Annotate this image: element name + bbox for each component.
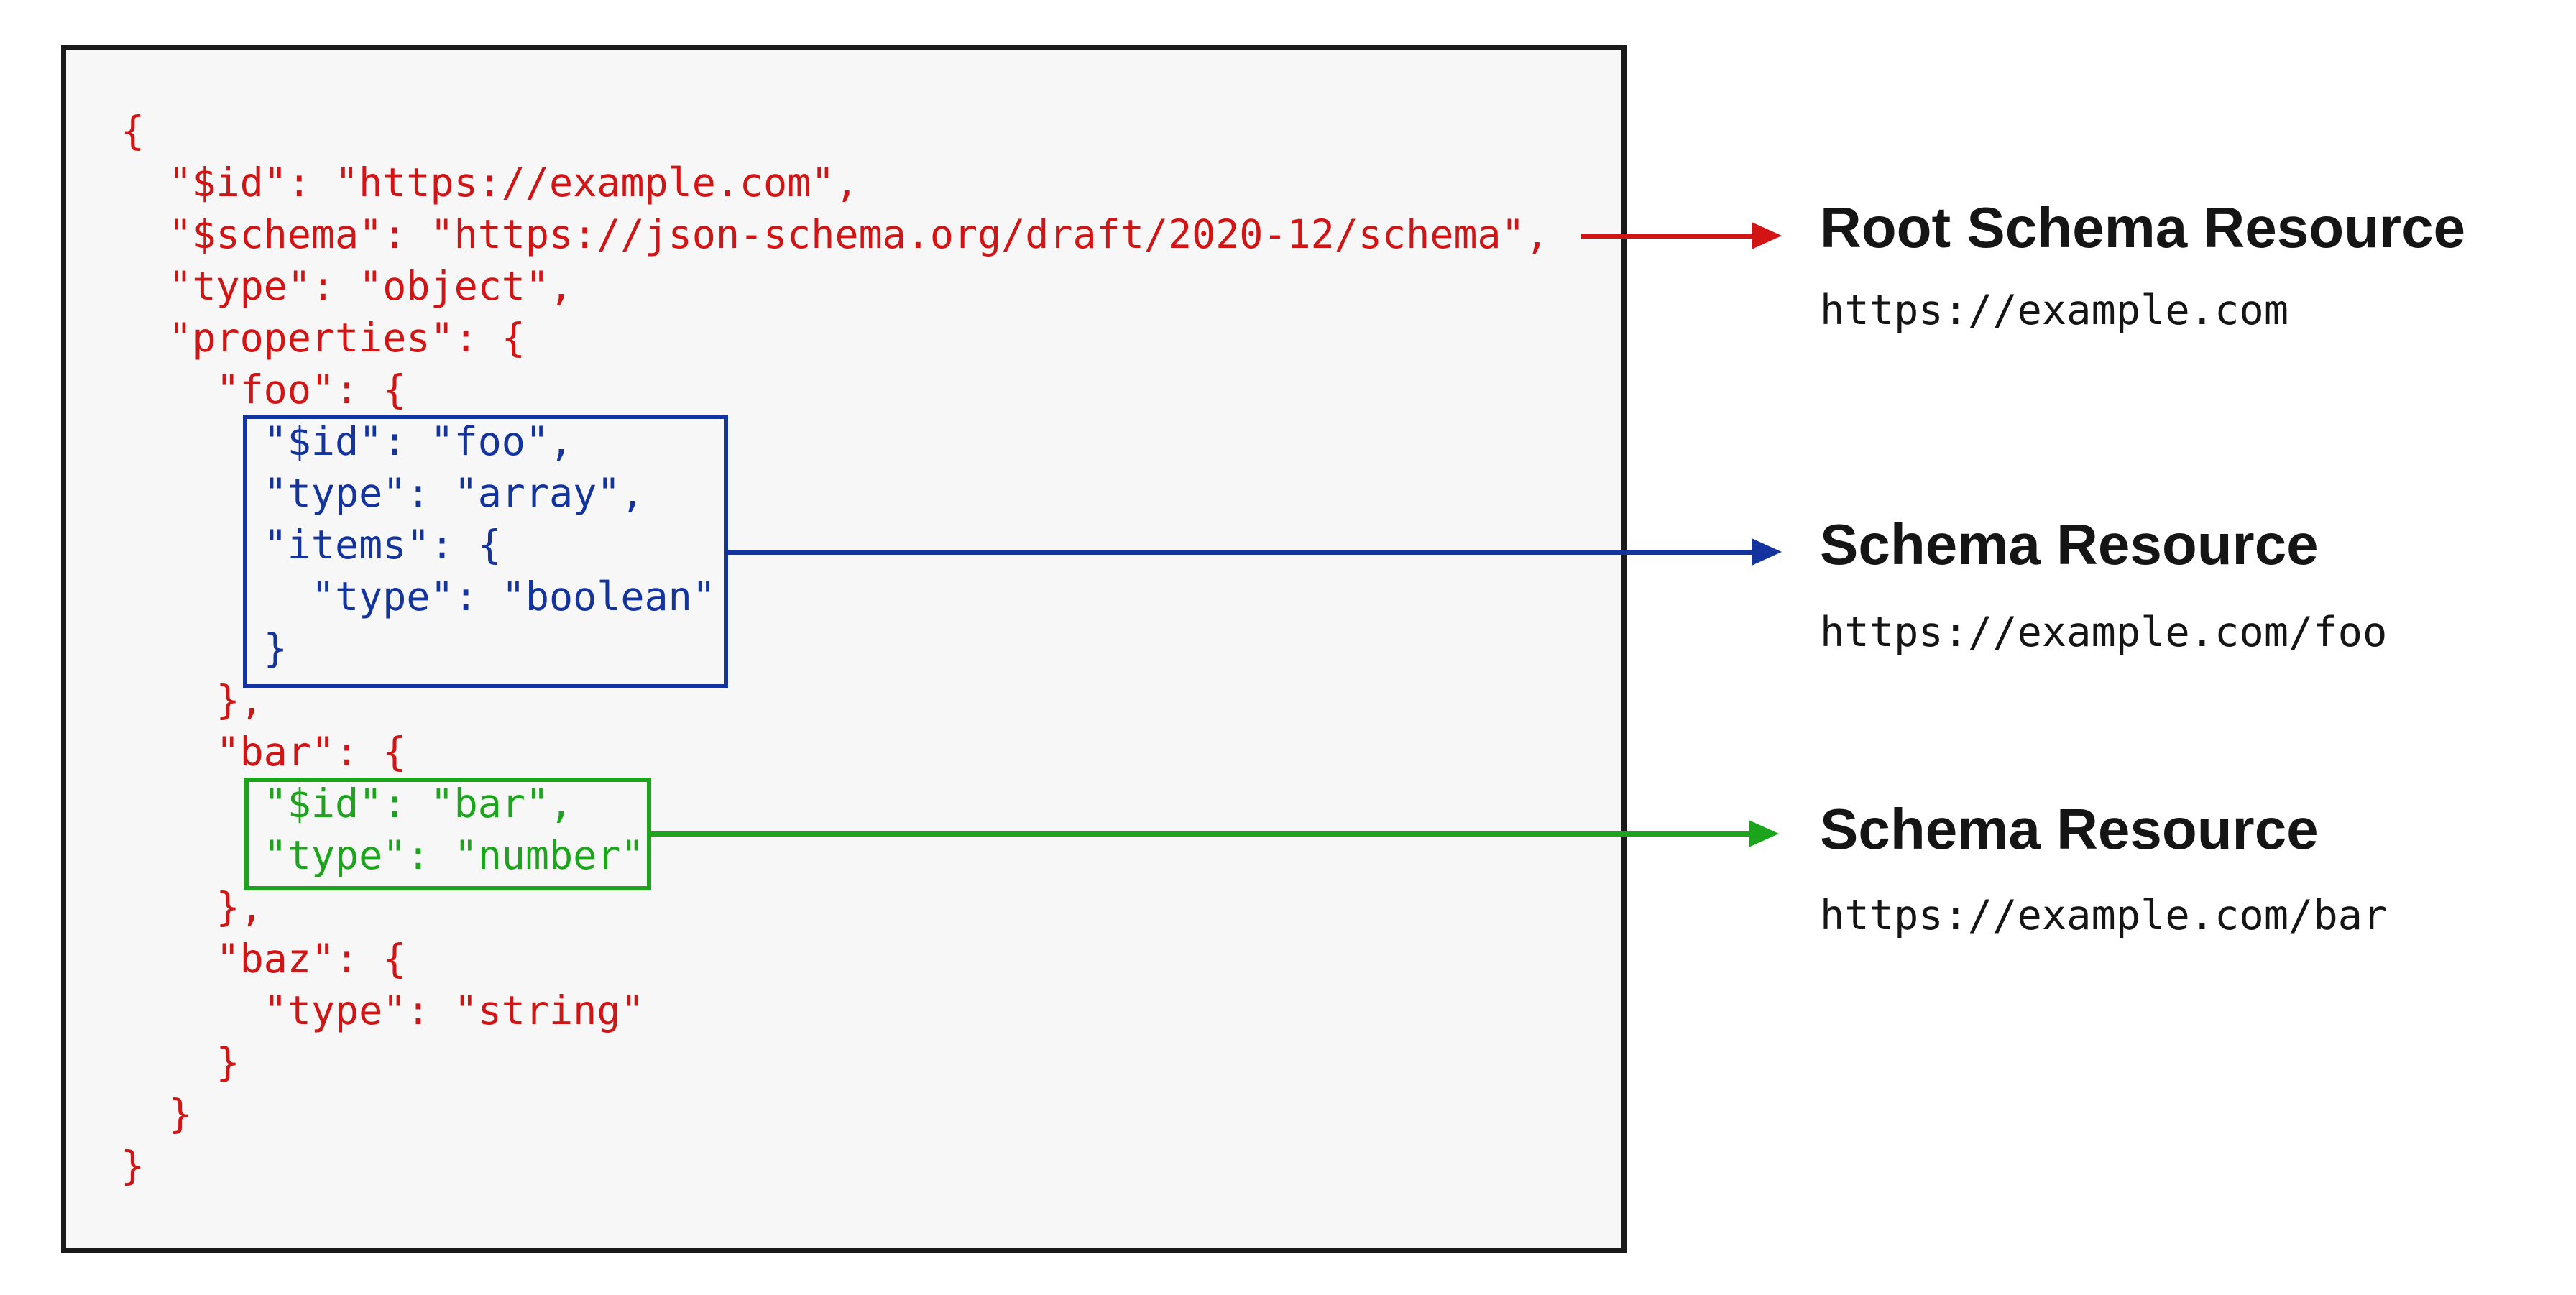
code-line: "foo": { bbox=[121, 367, 407, 413]
code-line: "type": "boolean" bbox=[121, 573, 716, 619]
bar-schema-arrow-line bbox=[651, 831, 1749, 837]
code-line: "type": "object", bbox=[121, 263, 574, 309]
foo-schema-resource-label: Schema Resource bbox=[1820, 512, 2319, 576]
root-schema-resource-url: https://example.com bbox=[1820, 287, 2289, 334]
code-line: }, bbox=[121, 884, 264, 930]
code-line: "$id": "https://example.com", bbox=[121, 160, 859, 206]
schema-code-listing: { "$id": "https://example.com", "$schema… bbox=[121, 105, 1549, 1192]
foo-schema-highlight-box bbox=[243, 415, 728, 688]
bar-schema-resource-url: https://example.com/bar bbox=[1820, 892, 2388, 939]
code-line: "type": "array", bbox=[121, 470, 645, 516]
bar-schema-arrow-head-icon bbox=[1749, 820, 1779, 847]
code-line: "bar": { bbox=[121, 729, 407, 775]
root-schema-arrow-head-icon bbox=[1752, 222, 1782, 249]
code-line: } bbox=[121, 625, 288, 671]
code-line: "$schema": "https://json-schema.org/draf… bbox=[121, 211, 1549, 257]
schema-code-panel bbox=[61, 45, 1627, 1253]
code-line: "type": "number" bbox=[121, 832, 645, 878]
code-line: "baz": { bbox=[121, 936, 407, 982]
code-line: "type": "string" bbox=[121, 987, 645, 1033]
code-line: "items": { bbox=[121, 522, 502, 568]
foo-schema-resource-url: https://example.com/foo bbox=[1820, 609, 2388, 656]
foo-schema-arrow-head-icon bbox=[1752, 538, 1782, 566]
code-line: "$id": "bar", bbox=[121, 780, 574, 826]
code-line: } bbox=[121, 1091, 193, 1137]
code-line: } bbox=[121, 1143, 145, 1189]
code-line: "$id": "foo", bbox=[121, 418, 574, 464]
bar-schema-resource-label: Schema Resource bbox=[1820, 797, 2319, 861]
code-line: "properties": { bbox=[121, 315, 525, 361]
root-schema-arrow-line bbox=[1581, 234, 1754, 239]
code-line: { bbox=[121, 108, 145, 154]
code-line: } bbox=[121, 1039, 240, 1085]
root-schema-resource-label: Root Schema Resource bbox=[1820, 195, 2466, 259]
foo-schema-arrow-line bbox=[728, 550, 1752, 555]
bar-schema-highlight-box bbox=[244, 778, 651, 890]
